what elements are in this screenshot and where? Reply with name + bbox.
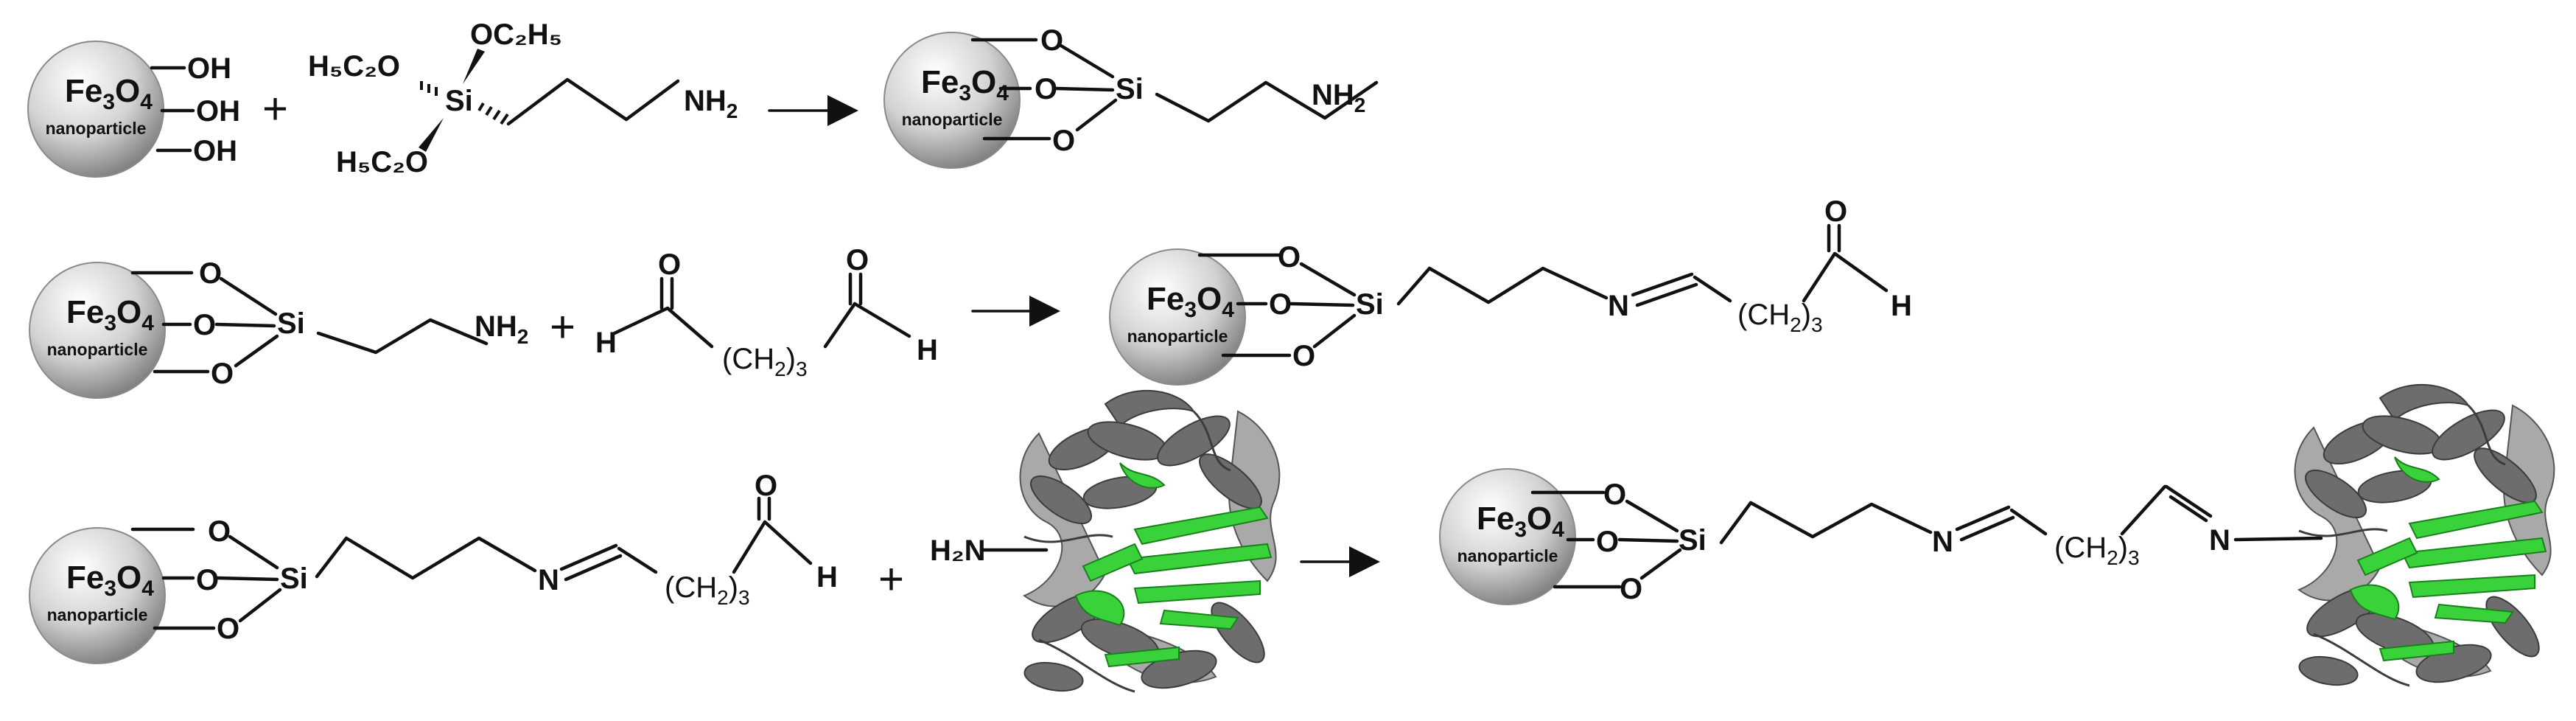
row-3-enzyme-immobilization: O O O Si N (CH2)3 O H + H₂N <box>29 383 2555 697</box>
oxygen-label: O <box>199 257 222 290</box>
hydrogen-label: H <box>917 334 938 366</box>
aptes-molecule: H₅C₂O OC₂H₅ H₅C₂O Si NH2 <box>308 18 738 178</box>
oxygen-label: O <box>196 564 219 596</box>
hydrogen-label: H <box>1891 290 1912 322</box>
hydroxyl-label: OH <box>193 135 237 167</box>
glutaraldehyde-molecule: O O H H (CH2)3 <box>595 244 938 380</box>
oxygen-label: O <box>193 309 216 341</box>
oxygen-label: O <box>1824 195 1847 228</box>
aptes-functionalized-nanoparticle: O O O Si NH2 <box>883 24 1379 169</box>
row-1-silanization: OH OH OH + H₅C₂O OC₂H₅ H₅C₂O Si <box>27 18 1379 178</box>
plus-sign: + <box>550 302 575 352</box>
silicon-label: Si <box>445 85 473 117</box>
oxygen-label: O <box>217 613 239 645</box>
oxygen-label: O <box>755 470 777 502</box>
hydrogen-label: H <box>816 561 838 593</box>
oxygen-label: O <box>1269 288 1292 321</box>
fe3o4-nanoparticle-hydroxylated: OH OH OH <box>27 41 240 178</box>
imine-nitrogen-label: N <box>1608 290 1629 322</box>
enzyme-reactant: H₂N <box>930 389 1281 697</box>
enzyme-protein-icon <box>1019 389 1281 697</box>
imine-nitrogen-label: N <box>538 564 559 596</box>
hydroxyl-label: OH <box>196 95 240 128</box>
nanoparticle-sphere-icon <box>29 527 166 664</box>
plus-sign: + <box>878 554 904 604</box>
methylene-chain-label: (CH2)3 <box>665 571 750 609</box>
oxygen-label: O <box>1603 478 1626 511</box>
ethoxy-label: H₅C₂O <box>336 146 428 178</box>
hydrogen-label: H <box>595 327 617 359</box>
oxygen-label: O <box>1278 241 1301 274</box>
plus-sign: + <box>262 84 288 133</box>
oxygen-label: O <box>658 248 681 281</box>
enzyme-amine-label: H₂N <box>930 534 986 567</box>
nanoparticle-sphere-icon <box>1439 468 1576 605</box>
hydroxyl-label: OH <box>187 52 231 85</box>
imine-nitrogen-label: N <box>2209 524 2230 557</box>
silicon-label: Si <box>1356 288 1384 321</box>
nanoparticle-sphere-icon <box>1109 248 1246 386</box>
oxygen-label: O <box>1620 573 1642 605</box>
nanoparticle-sphere-icon <box>29 262 166 399</box>
oxygen-label: O <box>1052 125 1075 157</box>
oxygen-label: O <box>1040 24 1063 57</box>
methylene-chain-label: (CH2)3 <box>1737 299 1823 336</box>
aptes-functionalized-nanoparticle: O O O Si NH2 <box>29 257 528 399</box>
nanoparticle-sphere-icon <box>27 41 164 178</box>
aldehyde-activated-nanoparticle: O O O Si N (CH2)3 O H <box>1109 195 1912 386</box>
oxygen-label: O <box>1596 526 1619 558</box>
oxygen-label: O <box>211 358 234 390</box>
imine-nitrogen-label: N <box>1932 526 1953 558</box>
silicon-label: Si <box>277 307 305 340</box>
amine-label: NH2 <box>684 85 738 122</box>
aldehyde-activated-nanoparticle: O O O Si N (CH2)3 O H <box>29 470 838 664</box>
oxygen-label: O <box>1035 73 1057 105</box>
nanoparticle-sphere-icon <box>883 32 1021 169</box>
ethoxy-label: H₅C₂O <box>308 50 400 83</box>
oxygen-label: O <box>1292 340 1315 372</box>
oxygen-label: O <box>208 515 231 548</box>
immobilized-enzyme-product: O O O Si N (CH2)3 N <box>1439 383 2555 691</box>
ethoxy-label: OC₂H₅ <box>470 18 562 51</box>
amine-label: NH2 <box>475 310 528 348</box>
methylene-chain-label: (CH2)3 <box>722 343 808 380</box>
silicon-label: Si <box>1116 73 1144 105</box>
enzyme-protein-icon <box>2294 383 2555 691</box>
row-2-glutaraldehyde-activation: O O O Si NH2 + O O H H (CH2)3 <box>29 195 1912 399</box>
amine-label: NH2 <box>1312 79 1365 116</box>
oxygen-label: O <box>846 244 869 276</box>
silicon-label: Si <box>280 562 308 595</box>
silicon-label: Si <box>1679 524 1707 557</box>
methylene-chain-label: (CH2)3 <box>2054 532 2140 569</box>
